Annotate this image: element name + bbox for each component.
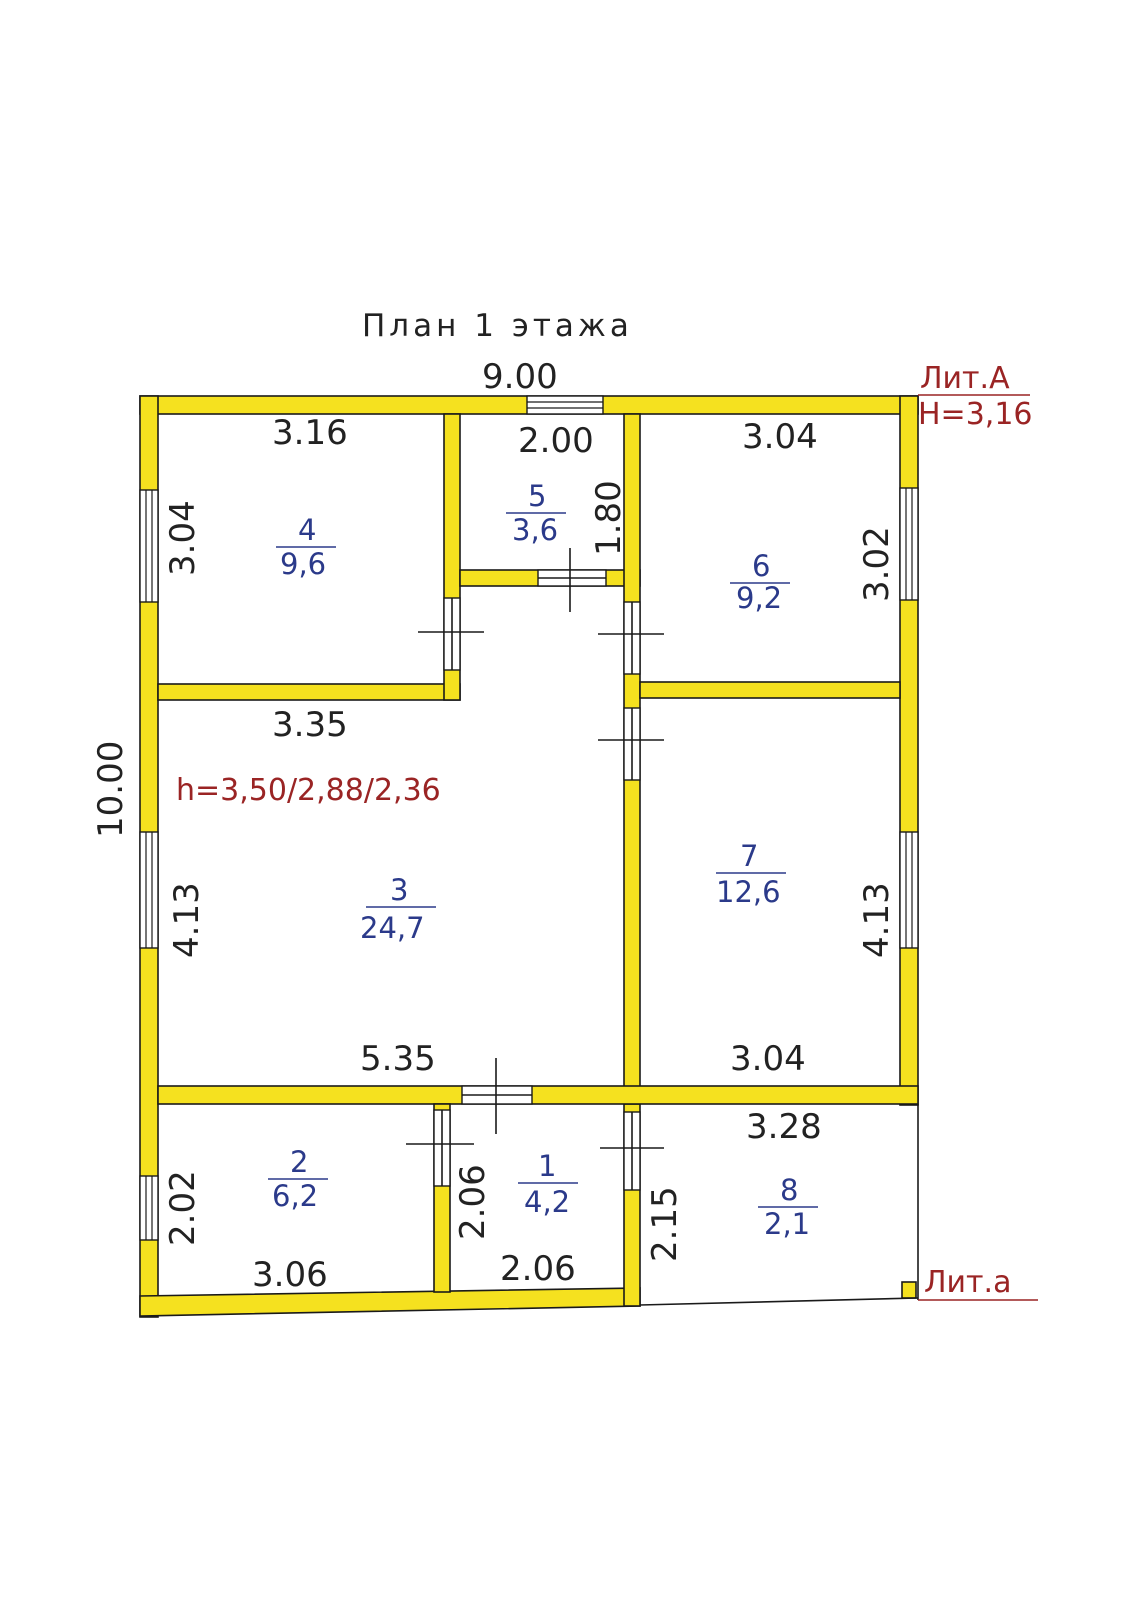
room-3-number: 3 bbox=[390, 873, 408, 907]
dim-r3-top: 3.35 bbox=[272, 705, 348, 745]
dim-r4-height: 3.04 bbox=[163, 500, 203, 576]
room-3-heights: h=3,50/2,88/2,36 bbox=[176, 773, 441, 808]
room-6-number: 6 bbox=[752, 549, 770, 583]
dim-r1-bottom: 2.06 bbox=[500, 1249, 576, 1289]
dim-r6-width: 3.04 bbox=[742, 417, 818, 457]
room-1-number: 1 bbox=[538, 1149, 556, 1183]
room-8-number: 8 bbox=[780, 1173, 798, 1207]
overall-height: 10.00 bbox=[91, 741, 131, 838]
dim-r5-width: 2.00 bbox=[518, 421, 594, 461]
lit-small-a-label: Лит.а bbox=[924, 1265, 1011, 1300]
room-5-number: 5 bbox=[528, 479, 546, 513]
dim-r1-right: 2.15 bbox=[645, 1186, 685, 1262]
room-6-area: 9,2 bbox=[736, 581, 782, 615]
plan-title: План 1 этажа bbox=[362, 308, 633, 344]
room-4-area: 9,6 bbox=[280, 547, 326, 581]
dim-r1-side: 2.06 bbox=[453, 1164, 493, 1240]
dim-r2-bottom: 3.06 bbox=[252, 1255, 328, 1295]
dim-r8-width: 3.28 bbox=[746, 1107, 822, 1147]
room-7-number: 7 bbox=[740, 839, 758, 873]
dim-r7-side: 4.13 bbox=[857, 882, 897, 958]
dim-r7-bottom: 3.04 bbox=[730, 1039, 806, 1079]
dim-r6-height: 3.02 bbox=[857, 526, 897, 602]
room-1-area: 4,2 bbox=[524, 1185, 570, 1219]
dim-r5-height: 1.80 bbox=[589, 480, 629, 556]
dimensions: 3.16 3.04 2.00 1.80 3.04 3.02 3.35 4.13 … bbox=[163, 413, 897, 1295]
windows bbox=[139, 395, 919, 1241]
lit-a-label: Лит.А bbox=[920, 361, 1010, 396]
doors bbox=[406, 548, 664, 1191]
room-2-area: 6,2 bbox=[272, 1179, 318, 1213]
room-8-area: 2,1 bbox=[764, 1207, 810, 1241]
dim-r3-bottom: 5.35 bbox=[360, 1039, 436, 1079]
room-4-number: 4 bbox=[298, 513, 316, 547]
room-7-area: 12,6 bbox=[716, 875, 781, 909]
room-3-area: 24,7 bbox=[360, 911, 425, 945]
room-8-boundary bbox=[639, 1104, 1038, 1306]
dim-r3-side: 4.13 bbox=[167, 882, 207, 958]
dim-r4-width: 3.16 bbox=[272, 413, 348, 453]
room-5-area: 3,6 bbox=[512, 513, 558, 547]
dim-r2-side: 2.02 bbox=[163, 1170, 203, 1246]
lit-a-height: Н=3,16 bbox=[918, 397, 1033, 432]
room-labels: 4 9,6 5 3,6 6 9,2 3 24,7 7 12,6 2 6,2 1 … bbox=[268, 479, 818, 1241]
room-2-number: 2 bbox=[290, 1145, 308, 1179]
overall-width: 9.00 bbox=[482, 357, 558, 397]
